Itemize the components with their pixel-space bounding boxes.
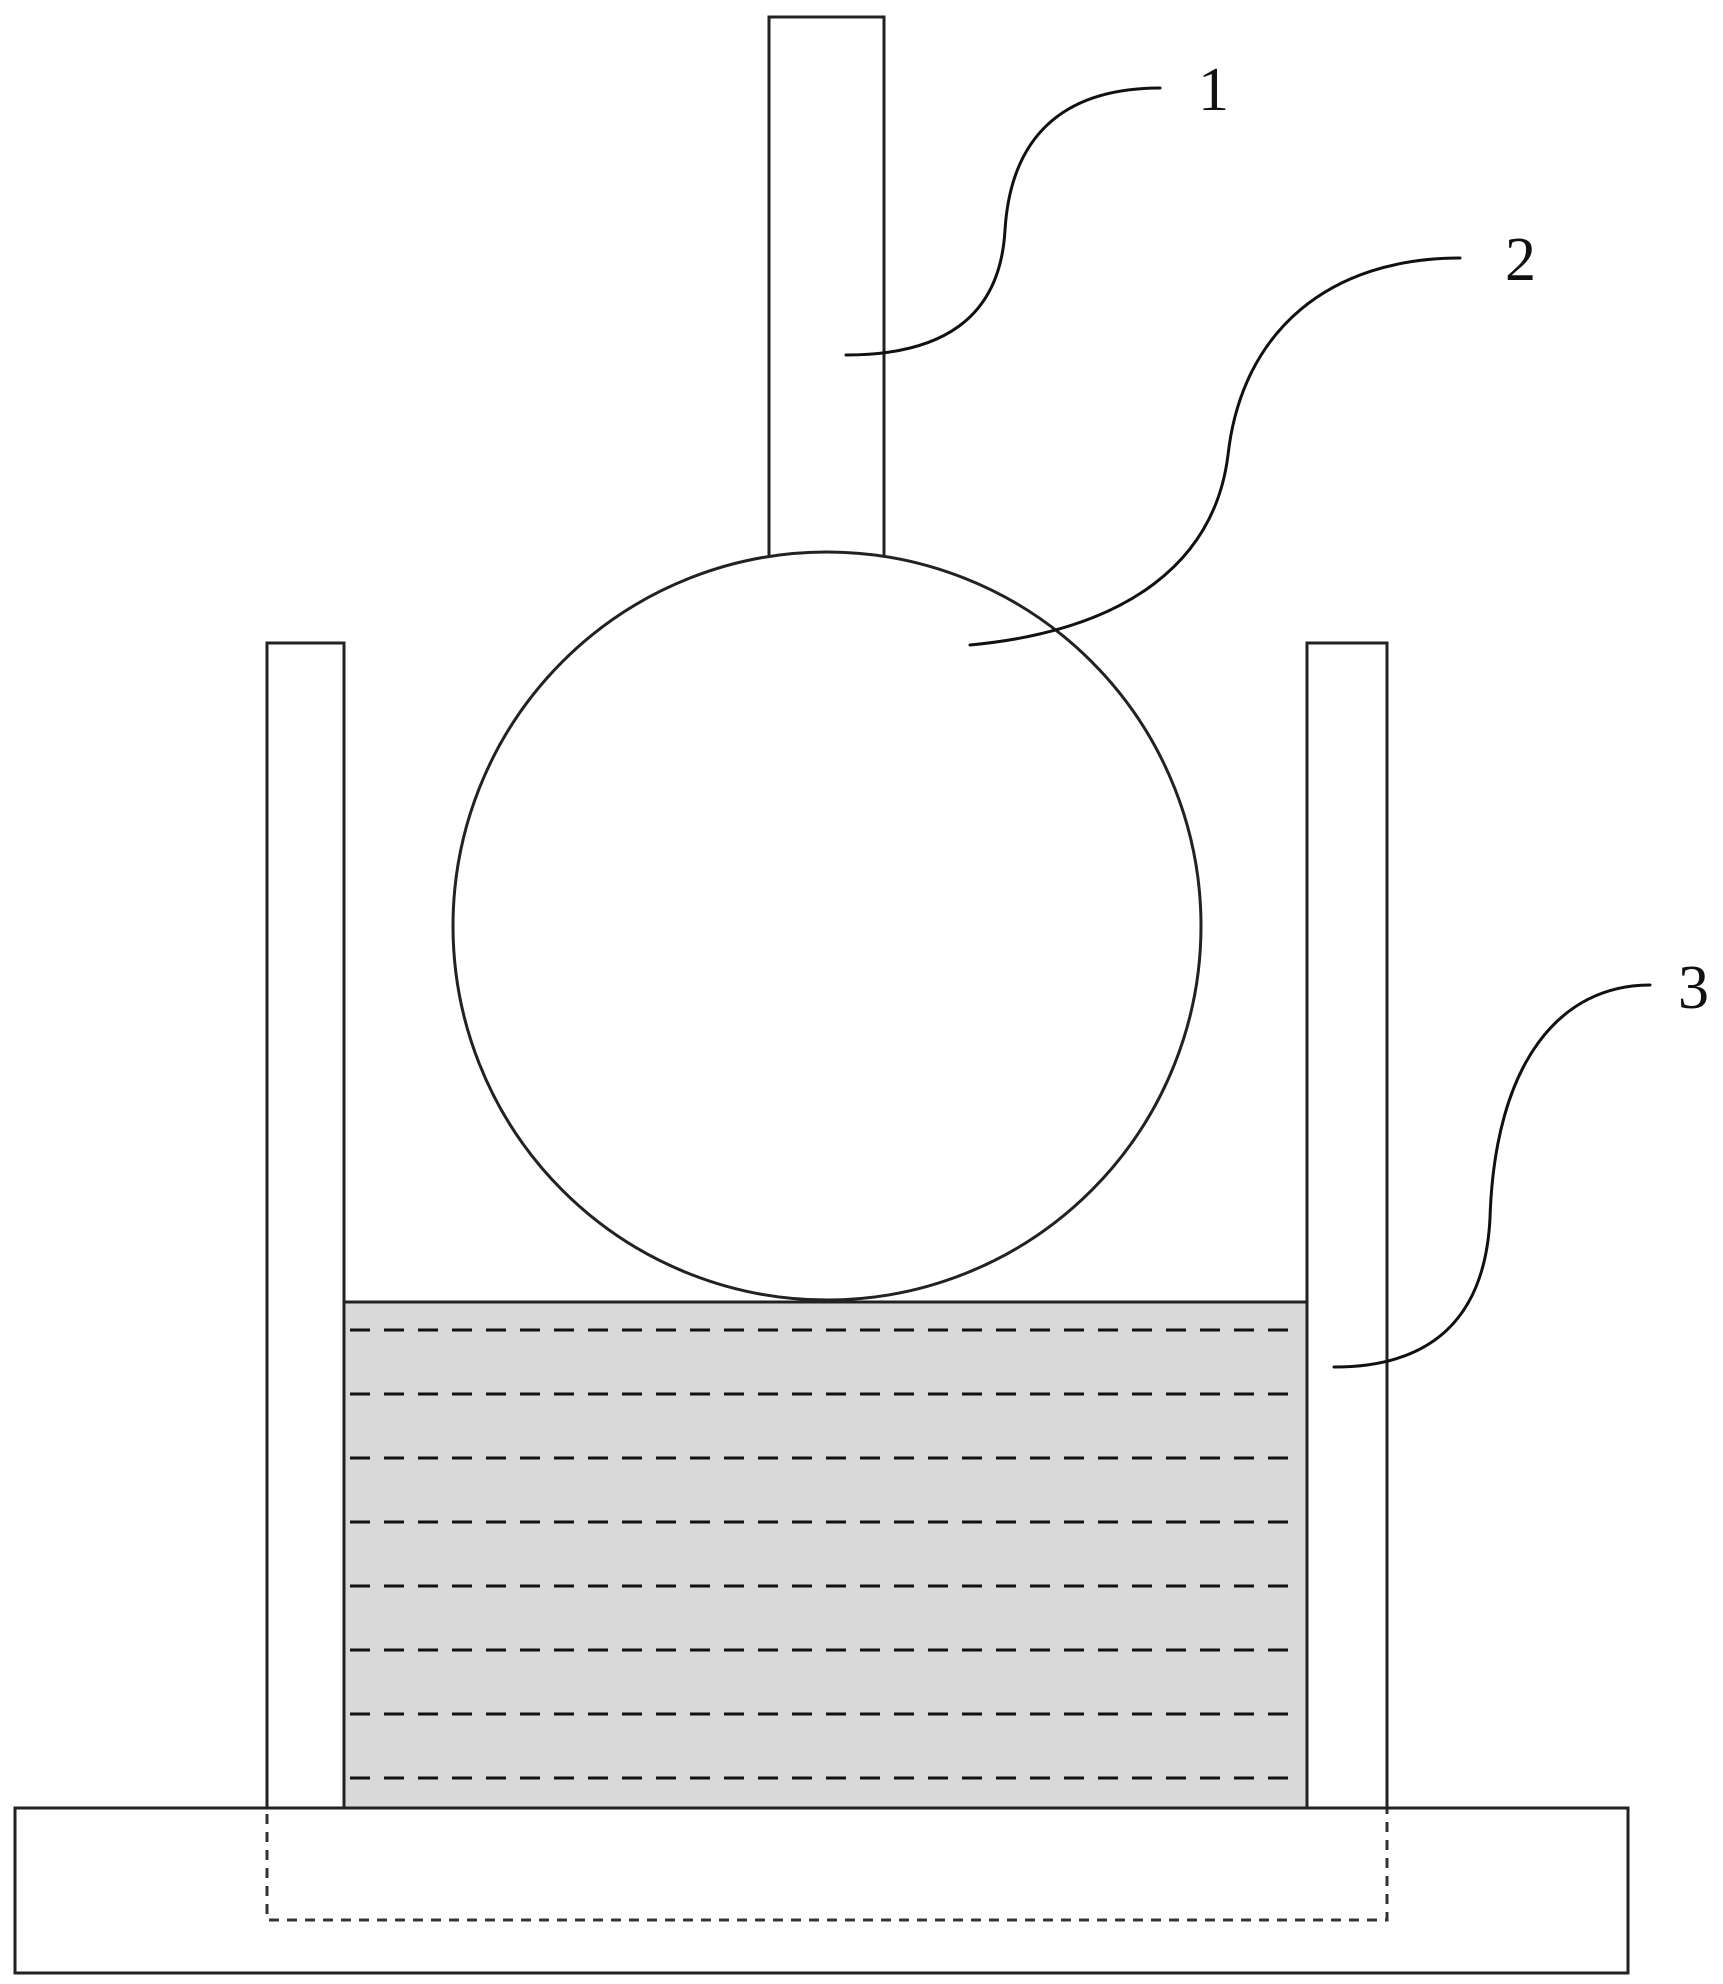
layer-dashed-lines bbox=[350, 1328, 1301, 1780]
right-side-wall bbox=[1305, 641, 1389, 1810]
ball bbox=[451, 550, 1203, 1302]
vertical-rod bbox=[767, 15, 886, 564]
label-1: 1 bbox=[1198, 56, 1229, 124]
leader-line-2 bbox=[968, 256, 1462, 647]
left-side-wall bbox=[265, 641, 346, 1810]
label-2: 2 bbox=[1505, 226, 1536, 294]
label-3: 3 bbox=[1678, 954, 1709, 1022]
leader-line-1 bbox=[844, 86, 1162, 357]
stacked-layers-block bbox=[342, 1300, 1309, 1810]
base-plate bbox=[13, 1806, 1630, 1975]
leader-line-3 bbox=[1332, 983, 1652, 1369]
